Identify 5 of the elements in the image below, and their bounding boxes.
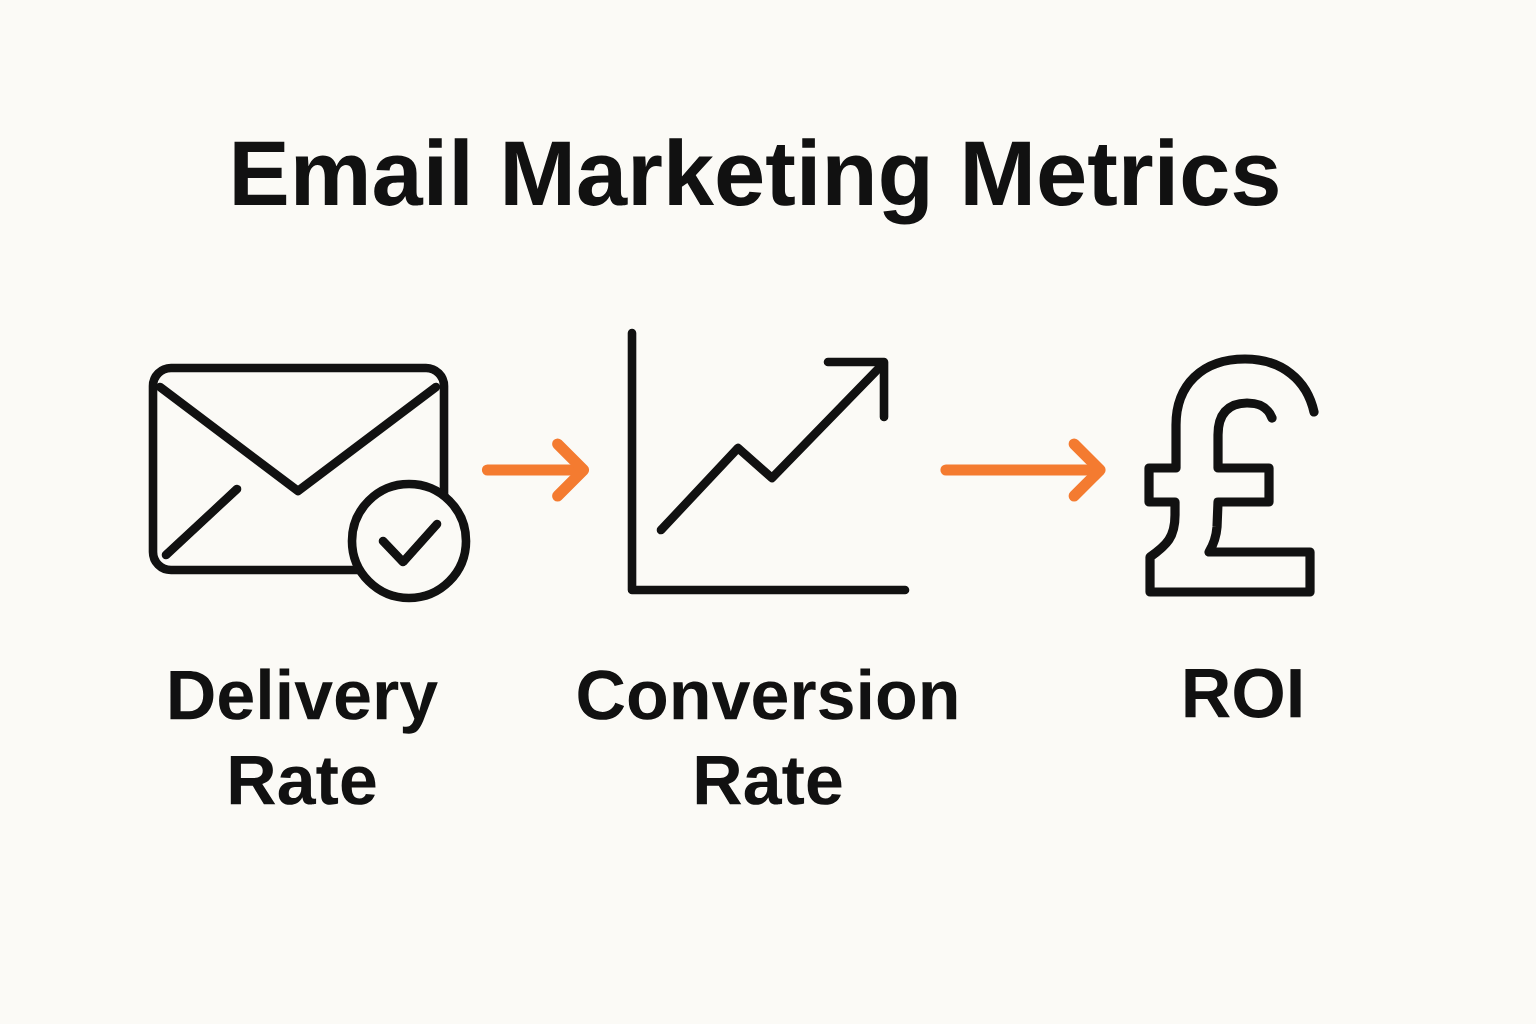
metric-label: Conversion Rate xyxy=(578,668,957,805)
metric-label: ROI xyxy=(1185,668,1301,718)
metric-label: Delivery Rate xyxy=(170,668,438,805)
title: Email Marketing Metrics xyxy=(234,138,1278,225)
arrow xyxy=(940,438,1106,502)
